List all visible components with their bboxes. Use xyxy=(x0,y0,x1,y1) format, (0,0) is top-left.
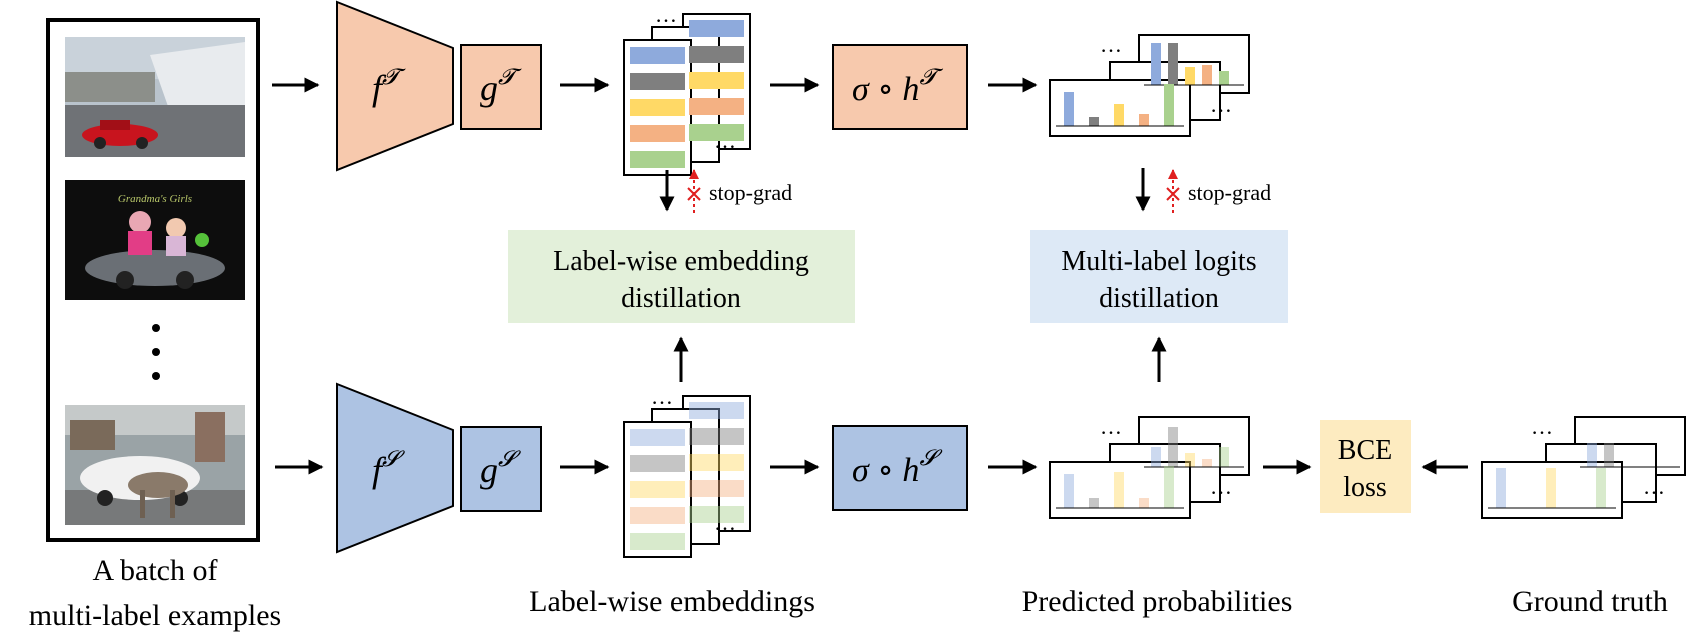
photo-cow-car xyxy=(65,405,245,525)
student-prob-front-bar-4 xyxy=(1164,466,1174,508)
student-embed-front-stripe-0 xyxy=(630,429,685,446)
student-prob-front-bar-1 xyxy=(1089,498,1099,508)
student-encoder xyxy=(336,382,454,554)
student-embed-back-stripe-2 xyxy=(689,454,744,471)
bce-loss-line2: loss xyxy=(1343,472,1387,503)
teacher-encoder xyxy=(336,0,454,172)
teacher-prob-back-bar-2 xyxy=(1185,67,1195,85)
teacher-prob-front-bar-2 xyxy=(1114,104,1124,126)
student-prob-back-bar-4 xyxy=(1219,447,1229,467)
student-embedding-dots-top: … xyxy=(651,384,673,409)
student-embed-back-stripe-3 xyxy=(689,480,744,497)
teacher-head-label: σ ∘ h xyxy=(852,71,919,108)
embedding-distillation-line2: distillation xyxy=(621,283,741,314)
student-embed-back-stripe-4 xyxy=(689,506,744,523)
teacher-probability-stack: … … xyxy=(1049,32,1250,137)
teacher-prob-front-bar-0 xyxy=(1064,92,1074,126)
bce-loss-line1: BCE xyxy=(1338,435,1392,466)
teacher-prob-back-bar-3 xyxy=(1202,65,1212,85)
student-prob-back-bar-1 xyxy=(1168,427,1178,467)
teacher-prob-back-bar-0 xyxy=(1151,43,1161,85)
photo-harbour-car xyxy=(65,37,245,157)
student-embed-front-stripe-1 xyxy=(630,455,685,472)
teacher-embed-front-stripe-2 xyxy=(630,99,685,116)
student-prob-back-bar-2 xyxy=(1185,453,1195,467)
student-projector xyxy=(460,426,542,512)
teacher-prob-front-bar-4 xyxy=(1164,84,1174,126)
student-projector-label: g xyxy=(480,450,498,490)
teacher-embed-front-stripe-0 xyxy=(630,47,685,64)
student-prob-front-bar-2 xyxy=(1114,472,1124,508)
stop-grad-label-logits: stop-grad xyxy=(1188,180,1271,205)
batch-vertical-dots xyxy=(152,324,160,380)
student-prob-dots-top: … xyxy=(1100,414,1122,439)
logits-distillation-box xyxy=(1030,230,1288,323)
student-prob-front-bar-3 xyxy=(1139,498,1149,508)
photo-kids-car: Grandma's Girls xyxy=(65,180,245,300)
teacher-prob-front-bar-3 xyxy=(1139,114,1149,126)
caption-batch-line2: multi-label examples xyxy=(29,599,281,632)
caption-batch-line1: A batch of xyxy=(93,554,218,587)
ground-truth-back-bar-0 xyxy=(1587,443,1597,467)
svg-text:σ ∘ h𝓣: σ ∘ h𝓣 xyxy=(852,64,943,108)
stop-grad-cross-logits xyxy=(1166,187,1180,201)
teacher-head xyxy=(832,44,968,130)
teacher-projector-label: g xyxy=(480,68,498,108)
logits-distillation-line1: Multi-label logits xyxy=(1061,246,1256,277)
teacher-prob-dots-top: … xyxy=(1100,32,1122,57)
student-embedding-stack: … … xyxy=(623,384,751,558)
teacher-projector xyxy=(460,44,542,130)
teacher-embed-back-stripe-4 xyxy=(689,124,744,141)
ground-truth-front-bar-2 xyxy=(1546,468,1556,508)
teacher-prob-dots-bottom: … xyxy=(1210,92,1232,117)
caption-probabilities: Predicted probabilities xyxy=(1022,585,1293,618)
ground-truth-stack: … … xyxy=(1481,414,1686,519)
teacher-embed-back-stripe-3 xyxy=(689,98,744,115)
teacher-embed-back-stripe-0 xyxy=(689,20,744,37)
photo-caption-text: Grandma's Girls xyxy=(118,193,192,205)
teacher-embed-front-stripe-1 xyxy=(630,73,685,90)
student-prob-back-bar-3 xyxy=(1202,459,1212,467)
teacher-embed-front-stripe-3 xyxy=(630,125,685,142)
student-embed-front-stripe-4 xyxy=(630,533,685,550)
bce-loss-box xyxy=(1320,420,1411,513)
student-prob-back-bar-0 xyxy=(1151,447,1161,467)
student-prob-front-bar-0 xyxy=(1064,474,1074,508)
student-head xyxy=(832,425,968,511)
logits-distillation-line2: distillation xyxy=(1099,283,1219,314)
student-embed-front-stripe-3 xyxy=(630,507,685,524)
teacher-prob-back-bar-4 xyxy=(1219,71,1229,85)
embedding-distillation-box xyxy=(508,230,855,323)
ground-truth-front-bar-0 xyxy=(1496,468,1506,508)
student-embed-front-stripe-2 xyxy=(630,481,685,498)
stop-grad-label-embed: stop-grad xyxy=(709,180,792,205)
student-embed-back-stripe-1 xyxy=(689,428,744,445)
teacher-embed-front-stripe-4 xyxy=(630,151,685,168)
teacher-embedding-stack: … … xyxy=(623,2,751,176)
image-batch: Grandma's Girls xyxy=(46,18,260,542)
stop-grad-cross-embed xyxy=(687,187,701,201)
embedding-distillation-line1: Label-wise embedding xyxy=(553,246,809,277)
ground-truth-dots-top: … xyxy=(1531,414,1553,439)
teacher-prob-back-bar-1 xyxy=(1168,43,1178,85)
teacher-prob-front-bar-1 xyxy=(1089,117,1099,126)
teacher-embedding-dots-bottom: … xyxy=(714,128,736,153)
student-prob-dots-bottom: … xyxy=(1210,474,1232,499)
student-embed-back-stripe-0 xyxy=(689,402,744,419)
student-head-label: σ ∘ h xyxy=(852,452,919,489)
caption-embeddings: Label-wise embeddings xyxy=(529,585,815,618)
ground-truth-dots-bottom: … xyxy=(1643,474,1665,499)
teacher-embed-back-stripe-2 xyxy=(689,72,744,89)
teacher-embedding-dots-top: … xyxy=(655,2,677,27)
teacher-embed-back-stripe-1 xyxy=(689,46,744,63)
student-embedding-dots-bottom: … xyxy=(714,510,736,535)
ground-truth-back-bar-1 xyxy=(1604,443,1614,467)
caption-ground-truth: Ground truth xyxy=(1512,585,1668,618)
ground-truth-front-bar-4 xyxy=(1596,468,1606,508)
student-probability-stack: … … xyxy=(1049,414,1250,519)
